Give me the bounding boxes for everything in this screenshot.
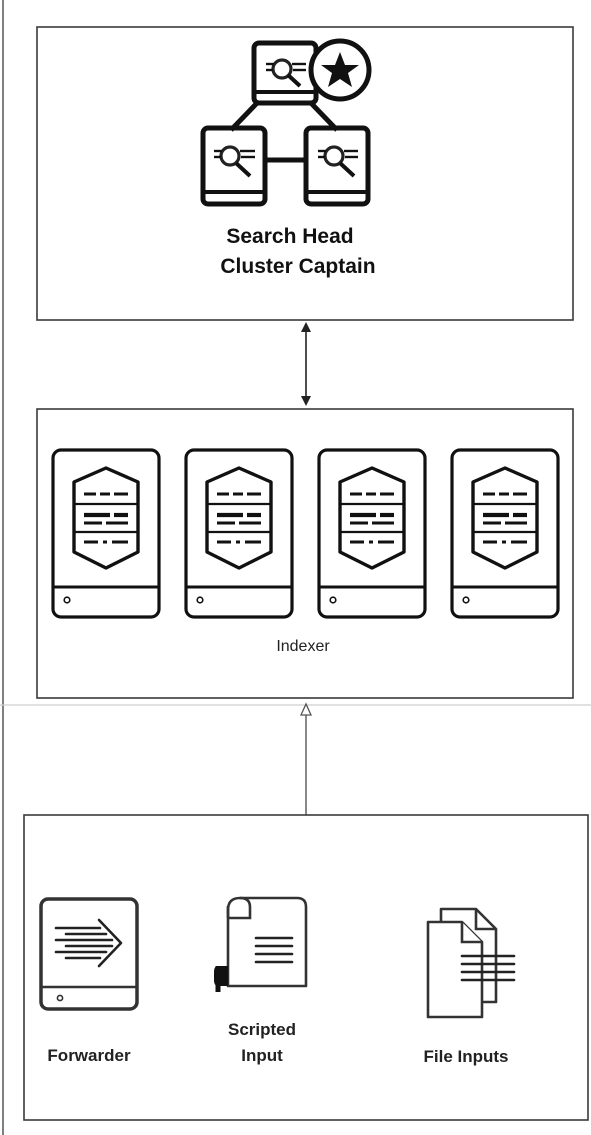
data-flow-arrow	[299, 702, 313, 815]
indexer-server-icon	[51, 448, 161, 619]
scripted-input-label-line1: Scripted	[228, 1020, 296, 1039]
data-sources-box: Forwarder Scripted Input File Inputs	[23, 814, 589, 1121]
forwarder-label: Forwarder	[47, 1046, 131, 1065]
search-head-server-left	[200, 125, 268, 207]
indexer-server-icon	[450, 448, 560, 619]
search-head-cluster-icon	[200, 38, 372, 207]
documents-icon	[426, 907, 516, 1019]
indexer-label: Indexer	[276, 638, 330, 655]
search-head-server-right	[303, 125, 371, 207]
indexer-server-icon	[317, 448, 427, 619]
search-head-box: Search Head Cluster Captain	[36, 26, 574, 321]
scroll-icon	[214, 896, 308, 992]
indexer-box: Indexer	[36, 408, 574, 699]
indexer-servers	[51, 448, 560, 619]
star-icon	[308, 38, 372, 102]
search-head-label-line2: Cluster Captain	[220, 255, 375, 278]
indexer-server-icon	[184, 448, 294, 619]
scripted-input-label-line2: Input	[241, 1046, 283, 1065]
search-head-label-line1: Search Head	[226, 225, 353, 248]
bidirectional-arrow	[301, 322, 311, 406]
forwarder-icon	[39, 897, 139, 1011]
file-inputs-label: File Inputs	[424, 1047, 509, 1066]
